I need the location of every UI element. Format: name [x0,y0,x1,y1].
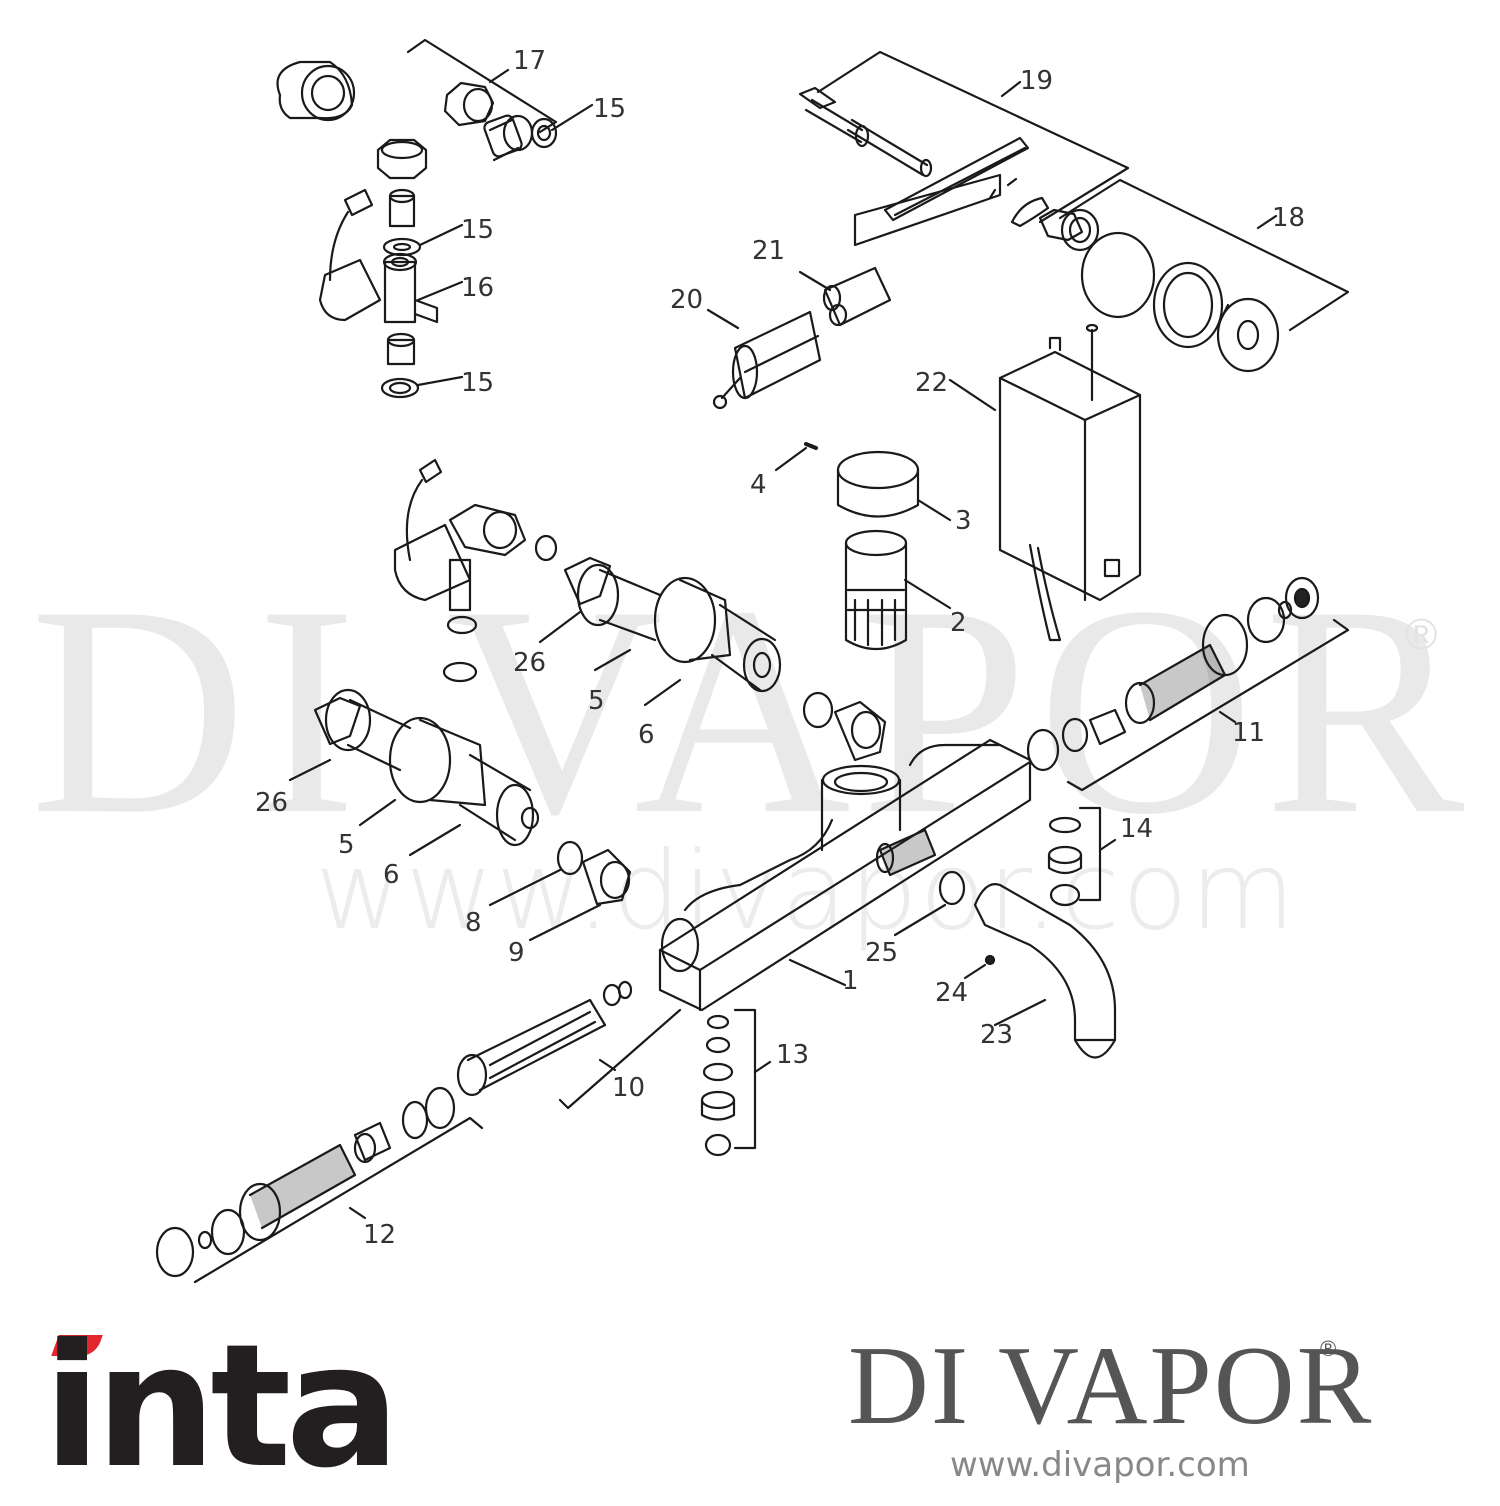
part-12-check-valve-set [155,1086,456,1278]
divapor-logo: DI VAPOR [848,1324,1374,1448]
watermark-url: www.divapor.com [315,829,1298,954]
part-24-screw [984,954,996,966]
part-label-4: 4 [750,470,767,500]
watermark-registered-mark: ® [1405,610,1438,659]
bracket-14 [1078,806,1102,902]
part-label-5-upper: 5 [588,686,605,716]
washer [534,534,558,562]
part-label-14: 14 [1120,814,1154,844]
part-label-13: 13 [776,1040,810,1070]
part-8-washer [556,840,584,876]
part-3-cap [836,450,920,518]
part-13-check-set [700,1014,736,1157]
part-2-thermostatic-cartridge [844,529,908,650]
washer [802,691,834,729]
part-23-spout [973,883,1117,1059]
part-label-2: 2 [950,608,967,638]
part-label-6-upper: 6 [638,720,655,750]
part-25-nut [938,870,966,906]
part-label-26-lower: 26 [255,788,289,818]
part-21-coupling [822,266,892,327]
washer-15-lower [380,377,420,399]
part-label-11: 11 [1232,718,1266,748]
part-label-10: 10 [612,1073,646,1103]
part-26-5-6-spindle-upper [563,556,782,693]
bracket-19 [816,50,1130,224]
bracket-13 [733,1008,757,1150]
part-adapter [833,700,887,762]
part-1-mixer-body [658,738,1032,1012]
part-label-22: 22 [915,368,949,398]
part-label-15-a: 15 [593,94,627,124]
part-label-9: 9 [508,938,525,968]
part-label-25: 25 [865,938,899,968]
part-label-3: 3 [955,506,972,536]
divapor-url: www.divapor.com [950,1445,1250,1485]
part-label-18: 18 [1272,203,1306,233]
part-label-23: 23 [980,1020,1014,1050]
part-20-cartridge [712,310,822,410]
part-label-1: 1 [842,966,859,996]
part-26-5-6-spindle-lower [313,688,540,847]
inta-logo: inta [25,1310,405,1500]
inta-logo-text: inta [43,1308,400,1506]
part-22-control-box [998,323,1142,642]
part-10-cartridge [456,980,633,1097]
part-label-16: 16 [461,273,495,303]
part-label-20: 20 [670,285,704,315]
part-16-solenoid-valve [318,188,439,366]
part-valve-assembly-middle [393,458,527,635]
part-17-elbow-fittings [276,60,558,162]
part-label-6-lower: 6 [383,860,400,890]
washer [442,661,478,683]
bracket-11 [1066,618,1350,792]
divapor-registered-mark: ® [1320,1336,1337,1361]
part-11-check-valve-set [1026,576,1320,772]
part-19-spout-rail [798,86,1100,252]
part-nut [376,138,428,228]
part-label-15-c: 15 [461,368,495,398]
bracket-12 [193,1116,484,1284]
bracket-18 [1058,178,1350,332]
washer-15 [382,237,422,257]
watermark-brand: DI VAPOR [30,544,1475,876]
part-label-8: 8 [465,908,482,938]
part-label-5-lower: 5 [338,830,355,860]
part-18-escutcheon-set [1080,231,1280,373]
part-14-check-set [1047,816,1083,907]
part-label-15-b: 15 [461,215,495,245]
part-9-nut [581,848,632,906]
part-label-17: 17 [513,46,547,76]
part-label-12: 12 [363,1220,397,1250]
part-label-21: 21 [752,236,786,266]
part-label-24: 24 [935,978,969,1008]
part-label-19: 19 [1020,66,1054,96]
part-label-26-upper: 26 [513,648,547,678]
